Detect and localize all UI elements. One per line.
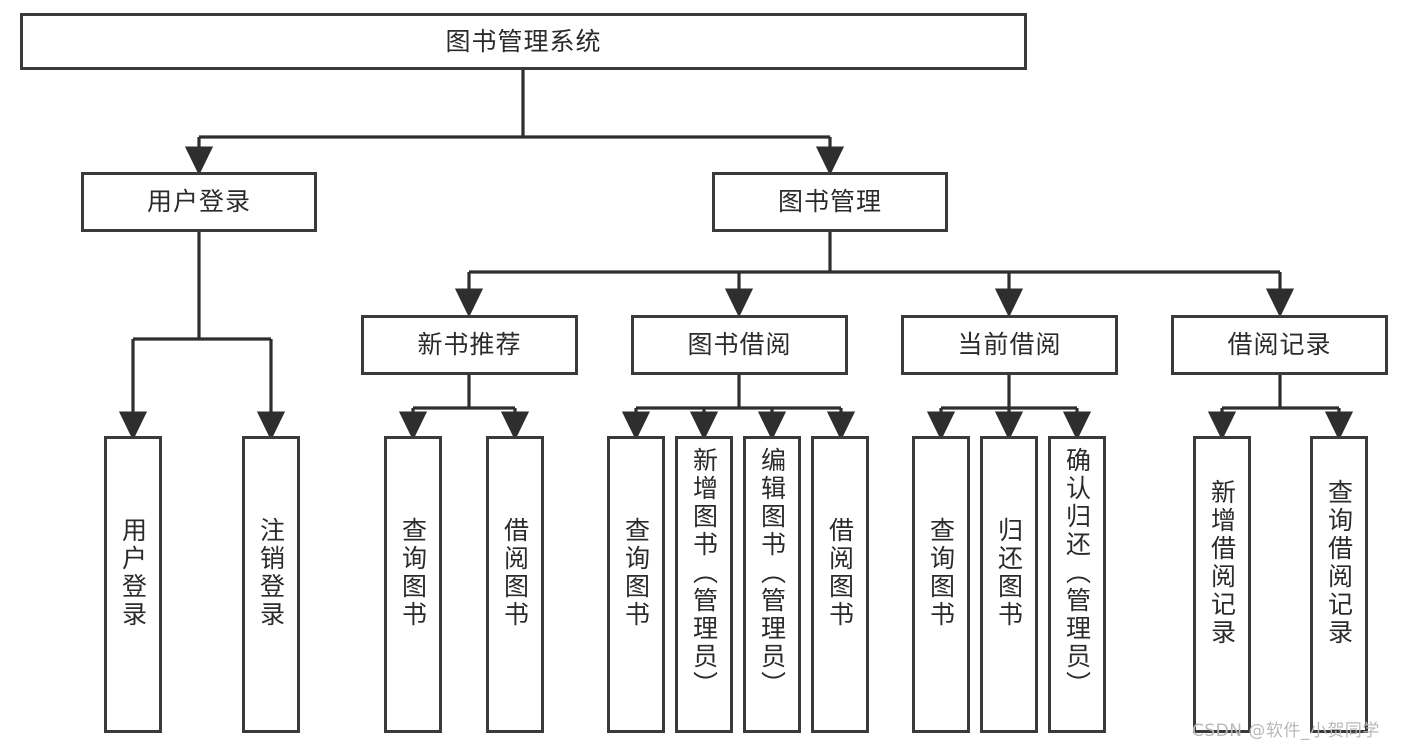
node-leaf-add-book-label: 新增图书（管理员）: [689, 447, 719, 699]
node-leaf-add-book[interactable]: 新增图书（管理员）: [675, 436, 733, 733]
node-leaf-query-book-1[interactable]: 查询图书: [384, 436, 442, 733]
node-leaf-return-book[interactable]: 归还图书: [980, 436, 1038, 733]
node-leaf-query-book-1-label: 查询图书: [398, 517, 428, 629]
node-leaf-user-login[interactable]: 用户登录: [104, 436, 162, 733]
node-new-book-recommend-label: 新书推荐: [417, 330, 522, 360]
node-leaf-query-book-2[interactable]: 查询图书: [607, 436, 665, 733]
node-current-borrow[interactable]: 当前借阅: [901, 315, 1118, 375]
node-user-login-label: 用户登录: [146, 187, 251, 217]
node-leaf-borrow-book-1[interactable]: 借阅图书: [486, 436, 544, 733]
node-leaf-confirm-return-label: 确认归还（管理员）: [1062, 447, 1092, 699]
csdn-watermark: CSDN @软件_小贺同学: [1192, 721, 1380, 741]
node-borrow-record[interactable]: 借阅记录: [1171, 315, 1388, 375]
node-book-borrow[interactable]: 图书借阅: [631, 315, 848, 375]
node-leaf-query-book-3[interactable]: 查询图书: [912, 436, 970, 733]
node-leaf-borrow-book-1-label: 借阅图书: [500, 517, 530, 629]
node-leaf-edit-book-label: 编辑图书（管理员）: [757, 447, 787, 699]
node-leaf-query-book-2-label: 查询图书: [621, 517, 651, 629]
node-book-manage[interactable]: 图书管理: [712, 172, 948, 232]
node-leaf-return-book-label: 归还图书: [994, 517, 1024, 629]
node-current-borrow-label: 当前借阅: [957, 330, 1062, 360]
node-leaf-query-record-label: 查询借阅记录: [1324, 479, 1354, 647]
node-borrow-record-label: 借阅记录: [1227, 330, 1332, 360]
node-leaf-borrow-book-2-label: 借阅图书: [825, 517, 855, 629]
node-root-label: 图书管理系统: [445, 26, 602, 56]
node-leaf-edit-book[interactable]: 编辑图书（管理员）: [743, 436, 801, 733]
node-new-book-recommend[interactable]: 新书推荐: [361, 315, 578, 375]
node-leaf-logout-label: 注销登录: [256, 517, 286, 629]
node-leaf-query-record[interactable]: 查询借阅记录: [1310, 436, 1368, 733]
node-leaf-add-record-label: 新增借阅记录: [1207, 479, 1237, 647]
node-leaf-add-record[interactable]: 新增借阅记录: [1193, 436, 1251, 733]
node-leaf-query-book-3-label: 查询图书: [926, 517, 956, 629]
node-leaf-user-login-label: 用户登录: [118, 517, 148, 629]
node-book-borrow-label: 图书借阅: [687, 330, 792, 360]
node-user-login[interactable]: 用户登录: [81, 172, 317, 232]
node-root[interactable]: 图书管理系统: [20, 13, 1027, 70]
node-book-manage-label: 图书管理: [777, 187, 882, 217]
node-leaf-borrow-book-2[interactable]: 借阅图书: [811, 436, 869, 733]
node-leaf-logout[interactable]: 注销登录: [242, 436, 300, 733]
node-leaf-confirm-return[interactable]: 确认归还（管理员）: [1048, 436, 1106, 733]
